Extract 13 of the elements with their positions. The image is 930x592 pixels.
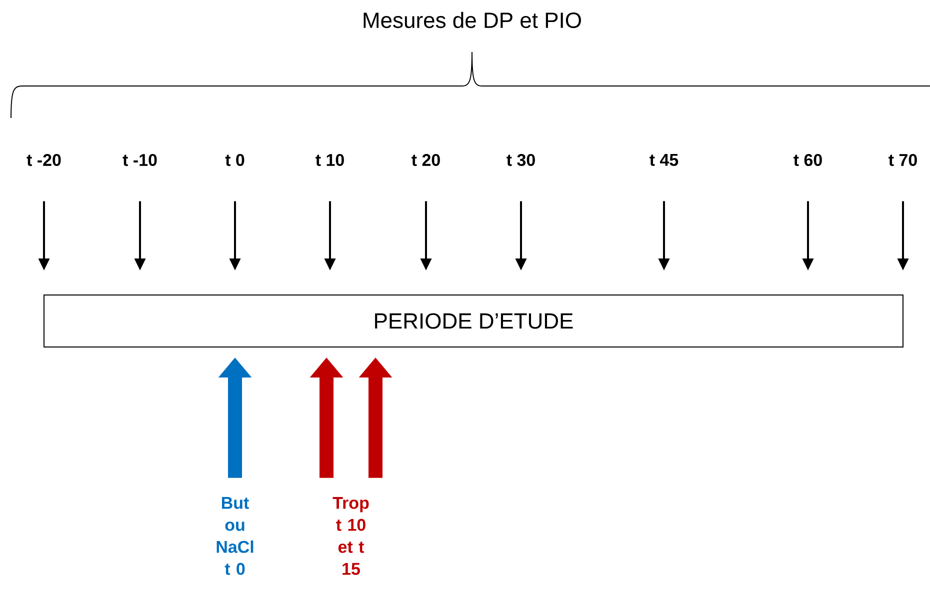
time-label: t -10	[122, 154, 157, 166]
annotation-text: Trop t 10 et t 15	[332, 497, 369, 575]
period-box: PERIODE D’ETUDE	[44, 294, 904, 348]
time-label: t 20	[412, 154, 440, 166]
time-label: t 70	[888, 154, 917, 166]
time-label: t 45	[650, 154, 678, 166]
time-label: t 10	[316, 154, 344, 166]
title: Mesures de DP et PIO	[364, 12, 581, 28]
time-label: t 0	[225, 154, 244, 166]
time-label: t 60	[794, 154, 822, 166]
time-label: t -20	[26, 154, 61, 166]
time-label: t 30	[506, 154, 535, 166]
annotation-text: But ou NaCl t 0	[216, 497, 254, 575]
